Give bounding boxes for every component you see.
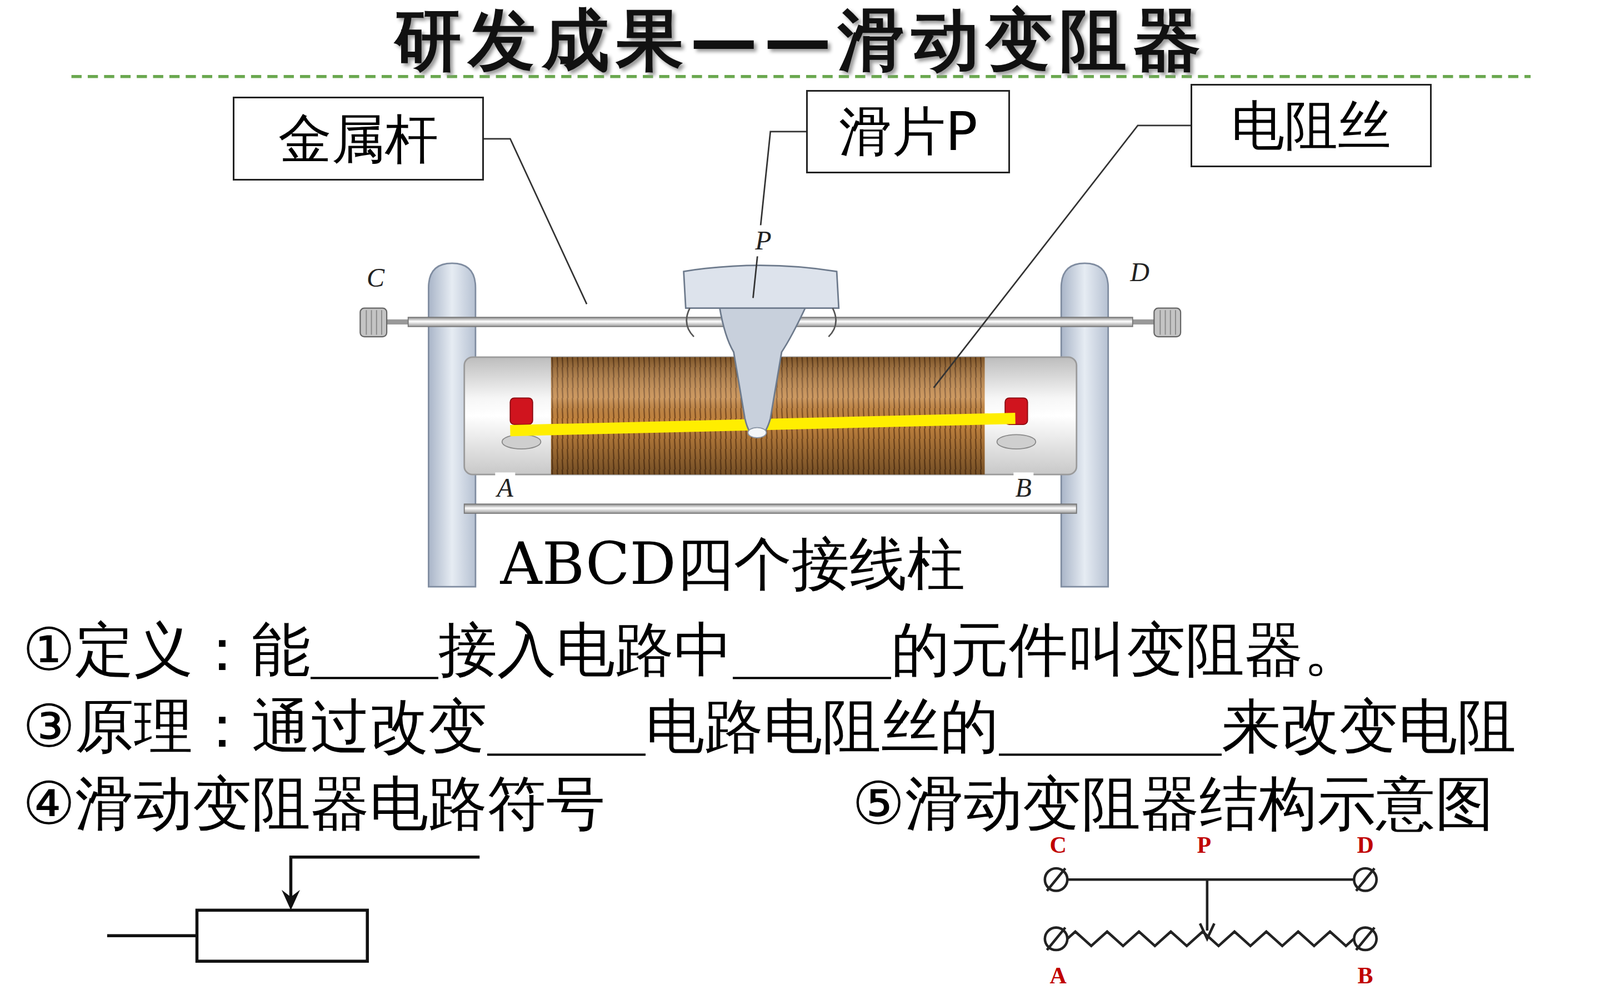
text-line: ④滑动变阻器电路符号 — [22, 768, 605, 840]
rheostat-symbol — [196, 910, 368, 962]
terminal-slash — [1046, 927, 1065, 950]
terminal-knob — [360, 308, 387, 337]
support-rod — [464, 503, 1077, 514]
statement-text: 的元件叫变阻器。 — [891, 615, 1363, 684]
terminal-knob — [1153, 308, 1181, 337]
page-title: 研发成果——滑动变阻器 — [394, 2, 1208, 80]
schematic-letter: B — [1357, 962, 1374, 989]
terminal-circle — [1045, 927, 1068, 950]
fill-in-blank — [487, 697, 646, 756]
callout-box: 滑片P — [806, 90, 1010, 174]
schematic-slider — [1206, 879, 1209, 931]
leader-line — [753, 131, 807, 298]
statement-text: 接入电路中 — [438, 615, 733, 684]
schematic-terminal — [1045, 868, 1377, 950]
symbol-wiper — [290, 857, 480, 903]
part-letter: P — [753, 225, 773, 257]
schematic-letter: A — [1050, 962, 1067, 989]
leader-line — [483, 138, 588, 305]
statement-text: 电路电阻丝的 — [645, 692, 999, 761]
terminal-circle — [1045, 868, 1068, 891]
knob-knurl — [366, 310, 382, 335]
slider-block — [683, 265, 839, 309]
terminal-slash — [1356, 927, 1375, 950]
rod-stem — [1130, 319, 1155, 325]
terminal-letter: A — [495, 472, 515, 503]
text-line: ③原理：通过改变 电路电阻丝的 来改变电阻 — [22, 691, 1516, 762]
slider-arrowhead — [1200, 923, 1215, 939]
rod-stem — [385, 319, 410, 325]
callout-label: 电阻丝 — [1231, 95, 1392, 157]
statement-text: ④滑动变阻器电路符号 — [22, 770, 605, 839]
text-line: ⑤滑动变阻器结构示意图 — [852, 768, 1494, 840]
statement-text: ①定义：能 — [22, 615, 311, 684]
wiper-arrowhead — [281, 890, 300, 911]
fill-in-blank — [310, 621, 439, 680]
slider-contact — [719, 306, 807, 437]
caption-note: ABCD四个接线柱 — [500, 531, 965, 598]
terminal-washer — [502, 434, 542, 449]
terminal-slash — [1356, 868, 1375, 891]
slider-tip — [747, 427, 767, 438]
fill-in-blank — [732, 621, 892, 680]
callout-box: 电阻丝 — [1190, 83, 1432, 168]
terminal-circle — [1353, 927, 1377, 950]
terminal-washer — [996, 434, 1036, 449]
callout-box: 金属杆 — [232, 96, 484, 181]
terminal-letter: D — [1128, 257, 1152, 288]
fill-in-blank — [998, 697, 1222, 756]
callout-label: 金属杆 — [278, 108, 439, 170]
terminal-cap — [510, 397, 533, 425]
terminal-slash — [1046, 868, 1065, 891]
statement-text: 来改变电阻 — [1221, 692, 1517, 761]
terminal-circle — [1353, 868, 1377, 891]
statement-text: ⑤滑动变阻器结构示意图 — [852, 770, 1494, 839]
slider-clip — [686, 308, 837, 337]
symbol-lead — [107, 934, 198, 938]
callout-label: 滑片P — [838, 101, 978, 163]
terminal-letter: C — [365, 262, 387, 293]
knob-knurl — [1160, 310, 1176, 335]
terminal-letter: B — [1013, 472, 1034, 503]
statement-text: ③原理：通过改变 — [22, 692, 488, 761]
schematic-rod — [1067, 878, 1354, 882]
text-line: ①定义：能 接入电路中 的元件叫变阻器。 — [22, 614, 1362, 685]
